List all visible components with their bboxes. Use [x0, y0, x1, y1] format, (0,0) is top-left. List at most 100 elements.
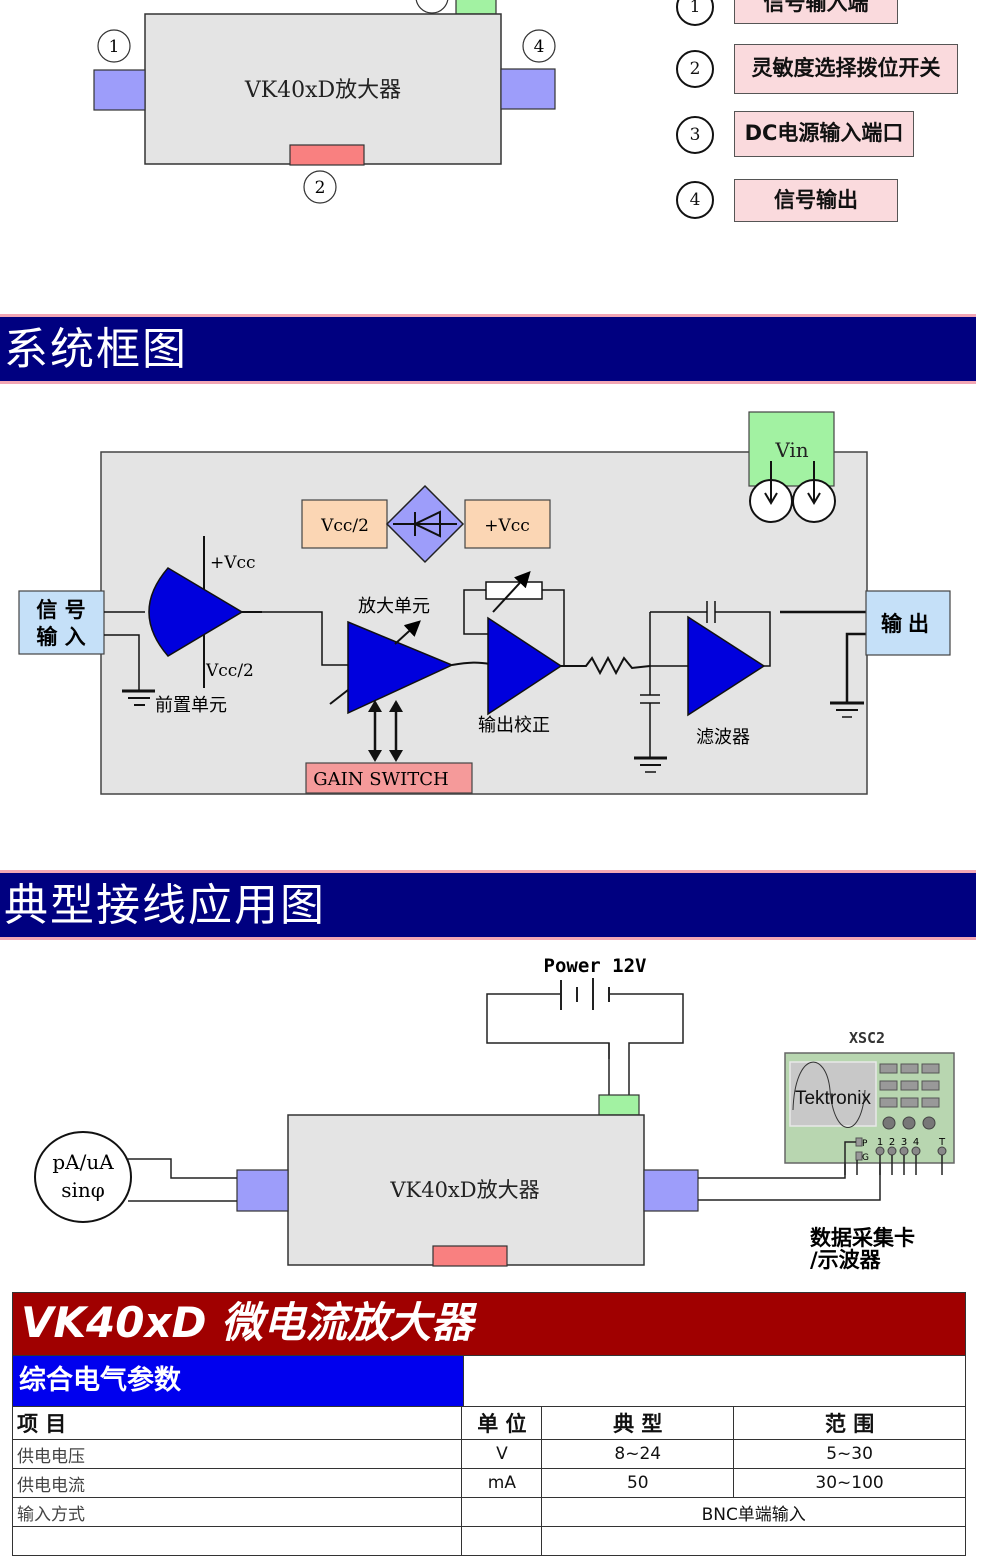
- legend-label: 灵敏度选择拨位开关: [734, 44, 958, 94]
- cell-merged: BNC单端输入: [541, 1497, 966, 1527]
- scope-ch1: 1: [877, 1137, 883, 1148]
- port-2-number: 2: [315, 178, 326, 198]
- section-title: 系统框图: [4, 324, 188, 375]
- signal-output-label: 输出: [881, 612, 935, 636]
- header-range: 范 围: [733, 1406, 966, 1440]
- table-row: 供电电压 V 8~24 5~30: [11, 1439, 966, 1469]
- sine-wave-icon: [792, 1061, 866, 1128]
- amplifier-icon: [347, 620, 454, 715]
- pre-unit-label: 前置单元: [155, 695, 227, 716]
- cell-typical: 50: [541, 1468, 735, 1498]
- scope-screen: [789, 1061, 877, 1127]
- scope-ch3: 3: [901, 1137, 907, 1148]
- device-label: VK40xD放大器: [244, 78, 401, 103]
- device-body: [144, 13, 502, 165]
- legend-label: 信号输出: [734, 179, 898, 222]
- power-label: Power 12V: [544, 955, 647, 977]
- section-title: 典型接线应用图: [4, 880, 326, 931]
- section-banner-block-diagram: 系统框图: [0, 314, 976, 384]
- vin-label: Vin: [774, 438, 808, 462]
- spec-title: VK40xD 微电流放大器: [12, 1292, 966, 1356]
- daq-label-1: 数据采集卡: [810, 1226, 915, 1250]
- amp-unit-label: 放大单元: [358, 596, 430, 617]
- signal-output-box: [865, 590, 951, 656]
- signal-input-box: [18, 590, 105, 655]
- scope-trigger: T: [938, 1137, 946, 1148]
- current-source: [34, 1131, 132, 1223]
- legend-label: 信号输入端: [734, 0, 898, 24]
- top-device-diagram: 1 4 2 VK40xD放大器: [93, 0, 556, 204]
- cell-unit: V: [461, 1439, 543, 1469]
- header-unit: 单 位: [461, 1406, 543, 1440]
- scope-brand: Tektronix: [795, 1088, 872, 1109]
- params-table: 项 目 单 位 典 型 范 围 供电电压 V 8~24 5~30 供电电流 mA…: [11, 1406, 966, 1556]
- resistor-icon: [561, 655, 651, 676]
- header-typical: 典 型: [541, 1406, 735, 1440]
- port-2-marker: [303, 170, 337, 204]
- oscilloscope: Tektronix P G 1 2 3 4 T: [784, 1052, 955, 1175]
- legend-number-circle: 3: [676, 116, 714, 154]
- preamp-icon: [148, 567, 244, 657]
- power-connector: [598, 1094, 640, 1116]
- filter-label: 滤波器: [696, 727, 750, 748]
- scope-ch2: 2: [889, 1137, 895, 1148]
- scope-name: XSC2: [849, 1029, 885, 1047]
- cell-unit: mA: [461, 1468, 543, 1498]
- scope-g-label: G: [862, 1153, 869, 1163]
- port-1-marker: [97, 29, 131, 63]
- table-header-row: 项 目 单 位 典 型 范 围: [11, 1406, 966, 1440]
- spec-subtitle-row: 综合电气参数: [12, 1356, 966, 1406]
- port-3-marker: [415, 0, 449, 14]
- scope-ch4: 4: [913, 1137, 919, 1148]
- cell-range: 5~30: [733, 1439, 966, 1469]
- gain-switch-connector: [432, 1245, 508, 1267]
- port-4-connector: [500, 68, 556, 110]
- signal-input-label-2: 输 入: [36, 625, 85, 649]
- output-connector: [643, 1169, 699, 1212]
- table-row: 供电电流 mA 50 30~100: [11, 1468, 966, 1498]
- scope-knobs: [882, 1116, 936, 1130]
- source-label-2: sinφ: [61, 1178, 105, 1202]
- spec-table: VK40xD 微电流放大器 综合电气参数 项 目 单 位 典 型 范 围 供电电…: [11, 1292, 966, 1556]
- section-banner-wiring: 典型接线应用图: [0, 870, 976, 940]
- pre-vcc-plus-label: +Vcc: [210, 553, 256, 573]
- table-row: [11, 1526, 966, 1556]
- table-row: 输入方式 BNC单端输入: [11, 1497, 966, 1527]
- pre-vcc-half-label: Vcc/2: [205, 661, 254, 681]
- scope-buttons: [879, 1063, 940, 1108]
- cell-range: 30~100: [733, 1468, 966, 1498]
- legend-number-circle: 2: [676, 50, 714, 88]
- header-item: 项 目: [11, 1406, 463, 1440]
- output-cal-label: 输出校正: [478, 715, 550, 736]
- source-label-1: pA/uA: [52, 1150, 114, 1174]
- scope-p-label: P: [862, 1139, 868, 1149]
- spec-subtitle: 综合电气参数: [13, 1356, 463, 1406]
- calibration-amp-icon: [487, 616, 563, 716]
- vcc-plus-box: [464, 499, 551, 549]
- cell-item: 供电电流: [11, 1468, 463, 1498]
- wiring-diagram: Power 12V VK40xD放大器 pA/uA sinφ XSC2 Tekt…: [34, 955, 955, 1272]
- vcc-half-label: Vcc/2: [320, 516, 369, 536]
- port-1-connector: [93, 69, 146, 111]
- cell-unit: [461, 1497, 543, 1527]
- vin-box: [748, 411, 835, 487]
- filter-amp-icon: [687, 615, 766, 717]
- cell-item: 供电电压: [11, 1439, 463, 1469]
- vcc-plus-label: +Vcc: [484, 516, 530, 536]
- gain-switch-label: GAIN SWITCH: [313, 769, 448, 790]
- daq-label-2: /示波器: [810, 1248, 882, 1272]
- legend-number-circle: 4: [676, 181, 714, 219]
- vcc-half-box: [301, 499, 388, 549]
- wiring-device-label: VK40xD放大器: [389, 1178, 539, 1202]
- cell-item: 输入方式: [11, 1497, 463, 1527]
- port-1-number: 1: [109, 37, 120, 57]
- port-4-marker: [522, 29, 556, 63]
- gain-switch-box: [305, 762, 473, 794]
- signal-input-label-1: 信 号: [36, 598, 85, 622]
- input-connector: [236, 1169, 289, 1212]
- cell-typical: 8~24: [541, 1439, 735, 1469]
- legend-label: DC电源输入端口: [734, 111, 914, 157]
- system-block-diagram: Vin Vcc/2 +Vcc 信 号 输 入 +Vcc Vcc/2 前置单元 放…: [18, 411, 951, 795]
- port-4-number: 4: [534, 37, 545, 57]
- port-2-connector: [289, 144, 365, 166]
